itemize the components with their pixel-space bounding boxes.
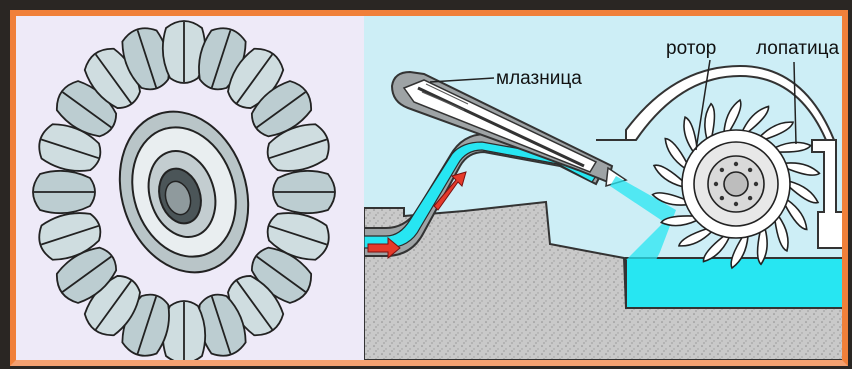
nozzle-label: млазница: [496, 68, 582, 89]
runner-bolt: [754, 182, 758, 186]
blade-leader-line: [794, 62, 796, 144]
runner-blade: [724, 100, 741, 132]
housing-support: [812, 140, 848, 248]
wheel-bucket: [33, 171, 95, 213]
wheel-bucket: [273, 171, 335, 213]
pelton-wheel-panel: [16, 16, 364, 360]
turbine-cross-section-panel: млазница ротор лопатица: [364, 16, 848, 360]
nozzle: [392, 72, 626, 186]
figure-frame: млазница ротор лопатица: [10, 10, 848, 366]
tailwater-pool: [626, 258, 848, 308]
runner-blade: [785, 158, 819, 180]
runner-bolt: [734, 162, 738, 166]
nozzle-leader-line: [430, 78, 494, 82]
turbine-cross-section: млазница ротор лопатица: [364, 16, 848, 360]
runner-bolt: [720, 196, 724, 200]
runner-bolt: [734, 202, 738, 206]
rotor-label: ротор: [666, 38, 716, 59]
turbine-housing: [596, 66, 834, 140]
runner-bolt: [720, 168, 724, 172]
pelton-wheel-illustration: [16, 16, 364, 360]
runner-bolt: [748, 168, 752, 172]
runner-hub-ring: [724, 172, 748, 196]
runner-blade: [651, 165, 685, 187]
wheel-hub: [100, 95, 269, 289]
blade-label: лопатица: [756, 38, 840, 59]
water-jet: [610, 176, 676, 260]
runner-bolt: [714, 182, 718, 186]
runner-bolt: [748, 196, 752, 200]
runner-blade: [786, 181, 820, 203]
